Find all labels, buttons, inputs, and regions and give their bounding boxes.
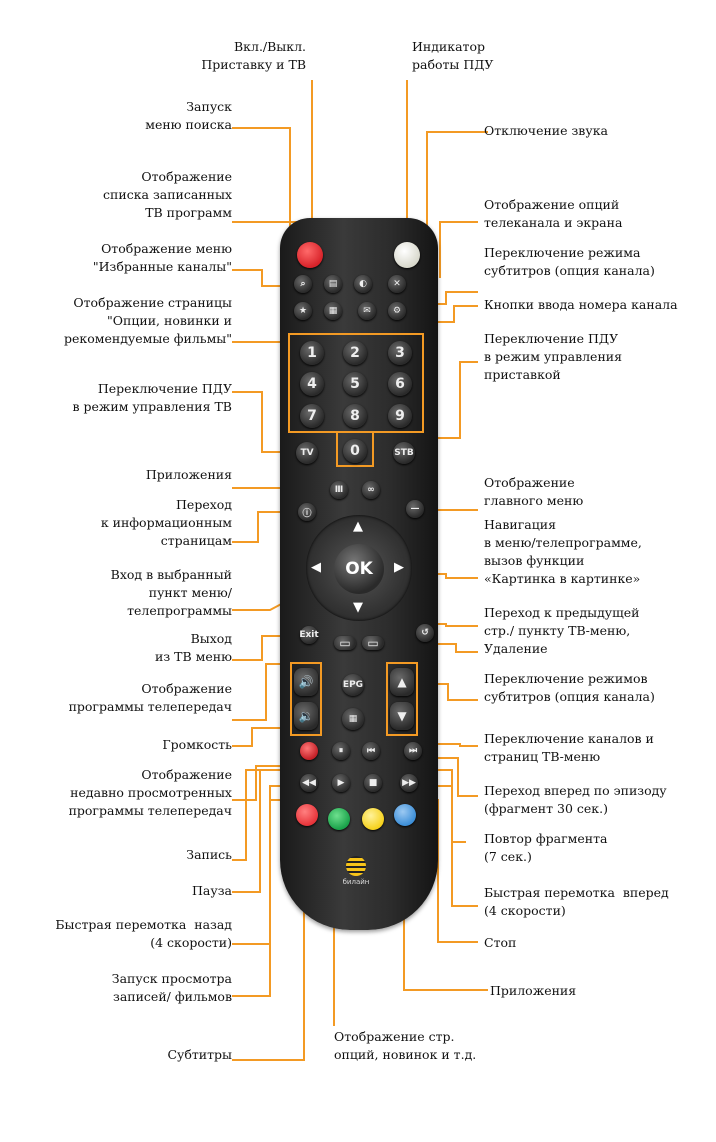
label-favorites: Отображение меню "Избранные каналы" — [92, 241, 232, 274]
label-indicator: Индикатор работы ПДУ — [412, 39, 494, 72]
label-subtitle-mode-top: Переключение режима субтитров (опция кан… — [484, 245, 655, 278]
apps-extra-button[interactable]: ∞ — [362, 481, 380, 499]
mail-icon[interactable]: ✉ — [358, 302, 376, 320]
digit-9[interactable]: 9 — [388, 404, 412, 428]
exit-button[interactable]: Exit — [299, 626, 319, 644]
search-button[interactable]: ⌕ — [294, 275, 312, 293]
subtitle-mode-button-a[interactable]: ▭ — [334, 636, 356, 650]
recent-button[interactable]: ▦ — [342, 708, 364, 730]
arrow-up-icon[interactable]: ▲ — [353, 519, 363, 534]
fast-forward-button[interactable]: ▶▶ — [400, 774, 418, 792]
apps-button[interactable]: Ⅲ — [330, 481, 348, 499]
label-fast-forward: Быстрая перемотка вперед (4 скорости) — [484, 885, 669, 918]
volume-down-button[interactable]: 🔉 — [294, 702, 318, 730]
label-apps-bottom: Приложения — [490, 983, 577, 998]
info-button[interactable]: ⓘ — [298, 503, 316, 521]
zero-key-box — [336, 431, 374, 467]
ok-button[interactable]: OK — [334, 544, 384, 594]
label-tv-mode: Переключение ПДУ в режим управления ТВ — [72, 381, 233, 414]
leader-options — [439, 221, 478, 278]
digit-8[interactable]: 8 — [343, 404, 367, 428]
channel-down-button[interactable]: ▼ — [390, 702, 414, 730]
volume-box — [290, 662, 322, 736]
digit-5[interactable]: 5 — [343, 372, 367, 396]
label-apps: Приложения — [145, 467, 232, 482]
digit-2[interactable]: 2 — [343, 341, 367, 365]
record-button[interactable] — [300, 742, 318, 760]
label-pause: Пауза — [192, 883, 232, 898]
favorites-star-icon[interactable]: ★ — [294, 302, 312, 320]
label-play-records: Запуск просмотра записей/ фильмов — [111, 971, 232, 1004]
arrow-down-icon[interactable]: ▼ — [353, 600, 363, 615]
epg-button[interactable]: EPG — [342, 674, 364, 696]
label-mute: Отключение звука — [484, 123, 608, 138]
subtitle-mode-button-b[interactable]: ▭ — [362, 636, 384, 650]
label-recordings: Отображение списка записанных ТВ програм… — [103, 169, 232, 220]
skip-back-button[interactable]: ⏮ — [362, 742, 380, 760]
label-options: Отображение опций телеканала и экрана — [484, 197, 623, 230]
green-button[interactable] — [328, 808, 350, 830]
label-main-menu: Отображение главного меню — [484, 475, 584, 508]
recordings-button[interactable]: ▤ — [324, 275, 342, 293]
channel-up-button[interactable]: ▲ — [390, 668, 414, 696]
stb-mode-button[interactable]: STB — [393, 442, 415, 464]
label-exit: Выход из ТВ меню — [155, 631, 232, 664]
gear-icon[interactable]: ⚙ — [388, 302, 406, 320]
skip-forward-button[interactable]: ⏭ — [404, 742, 422, 760]
label-power: Вкл./Выкл. Приставку и ТВ — [201, 39, 306, 72]
rewind-button[interactable]: ◀◀ — [300, 774, 318, 792]
brand-name: билайн — [342, 878, 370, 886]
label-volume: Громкость — [162, 737, 232, 752]
label-ok: Вход в выбранный пункт меню/ телепрограм… — [110, 567, 232, 618]
label-number-keys: Кнопки ввода номера канала — [484, 297, 678, 312]
leader-skip — [430, 757, 478, 797]
label-info: Переход к информационным страницам — [100, 497, 232, 548]
label-search: Запуск меню поиска — [145, 99, 232, 132]
leader-ff — [430, 785, 478, 907]
label-record: Запись — [186, 847, 232, 862]
red-button[interactable] — [296, 804, 318, 826]
digit-7[interactable]: 7 — [300, 404, 324, 428]
digit-0[interactable]: 0 — [343, 439, 367, 463]
label-skip-forward: Переход вперед по эпизоду (фрагмент 30 с… — [484, 783, 667, 816]
play-button[interactable]: ▶ — [332, 774, 350, 792]
label-subtitles: Субтитры — [167, 1047, 232, 1062]
volume-up-button[interactable]: 🔊 — [294, 668, 318, 696]
options-button[interactable]: ◐ — [354, 275, 372, 293]
arrow-right-icon[interactable]: ▶ — [394, 560, 404, 575]
digit-1[interactable]: 1 — [300, 341, 324, 365]
pause-button[interactable]: ⏸ — [332, 742, 350, 760]
label-channels: Переключение каналов и страниц ТВ-меню — [484, 731, 654, 764]
digit-3[interactable]: 3 — [388, 341, 412, 365]
label-recent: Отображение недавно просмотренных програ… — [68, 767, 232, 818]
leader-stb — [433, 361, 478, 452]
number-keys-box — [288, 333, 424, 433]
options-page-button[interactable]: ▦ — [324, 302, 342, 320]
label-back: Переход к предыдущей стр./ пункту ТВ-мен… — [484, 605, 640, 656]
main-menu-button[interactable]: — — [406, 500, 424, 518]
label-stb-mode: Переключение ПДУ в режим управления прис… — [484, 331, 623, 382]
stop-button[interactable]: ■ — [364, 774, 382, 792]
mute-button[interactable]: ✕ — [388, 275, 406, 293]
tv-mode-button[interactable]: TV — [296, 442, 318, 464]
blue-button[interactable] — [394, 804, 416, 826]
arrow-left-icon[interactable]: ◀ — [311, 560, 321, 575]
brand-logo — [346, 856, 366, 876]
label-options-page: Отображение страницы "Опции, новинки и р… — [64, 295, 232, 346]
label-subtitle-mode-mid: Переключение режимов субтитров (опция ка… — [484, 671, 655, 704]
leader-info — [232, 511, 298, 543]
label-stop: Стоп — [484, 935, 517, 950]
label-navigation: Навигация в меню/телепрограмме, вызов фу… — [484, 517, 642, 586]
label-repeat: Повтор фрагмента (7 сек.) — [484, 831, 608, 864]
digit-6[interactable]: 6 — [388, 372, 412, 396]
label-options-new: Отображение стр. опций, новинок и т.д. — [334, 1029, 477, 1062]
yellow-button[interactable] — [362, 808, 384, 830]
digit-4[interactable]: 4 — [300, 372, 324, 396]
back-button[interactable]: ↺ — [416, 624, 434, 642]
channels-box — [386, 662, 418, 736]
indicator-light — [394, 242, 420, 268]
label-rewind: Быстрая перемотка назад (4 скорости) — [55, 917, 232, 950]
label-epg: Отображение программы телепередач — [68, 681, 232, 714]
power-button[interactable] — [297, 242, 323, 268]
